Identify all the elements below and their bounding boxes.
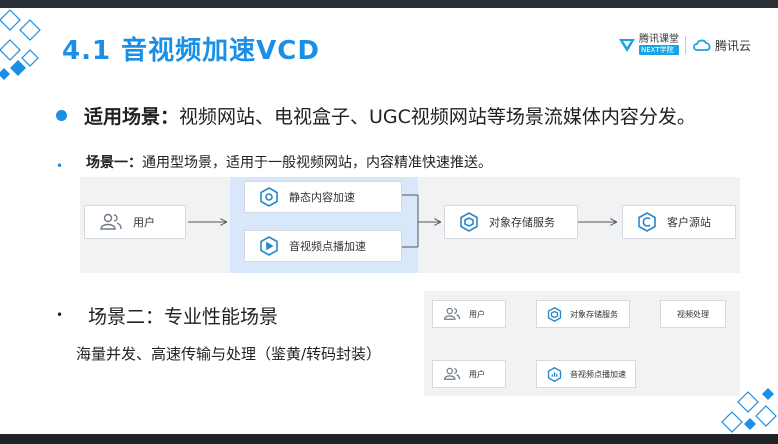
storage-icon (459, 212, 479, 232)
classroom-logo-text: 腾讯课堂 (639, 34, 679, 45)
origin-server-node: 客户源站 (622, 205, 736, 239)
logo-separator (685, 36, 686, 54)
classroom-logo-subtext: NEXT学院 (639, 45, 679, 55)
origin-server-label: 客户源站 (667, 216, 711, 229)
bullet1-text: 视频网站、电视盒子、UGC视频网站等场景流媒体内容分发。 (179, 106, 696, 128)
vod-chart-icon (547, 366, 562, 382)
diamond-pattern-bottom-right (721, 388, 777, 433)
storage-icon (547, 306, 562, 322)
origin-icon (637, 212, 657, 232)
bullet-dot (56, 110, 67, 121)
applicable-scenarios: 适用场景：视频网站、电视盒子、UGC视频网站等场景流媒体内容分发。 (84, 102, 696, 129)
scenario-two: 场景二：专业性能场景 (88, 306, 279, 328)
user-node-2a: 用户 (432, 300, 506, 328)
brand-logos: 腾讯课堂 NEXT学院 腾讯云 (618, 34, 751, 56)
slide-title: 4.1 音视频加速VCD (62, 36, 320, 66)
vod-acceleration-label-2: 音视频点播加速 (570, 369, 626, 379)
video-processing-node: 视频处理 (660, 300, 726, 328)
classroom-logo-icon (619, 39, 635, 52)
object-storage-node-2: 对象存储服务 (536, 300, 630, 328)
scenario-one: 场景一：通用型场景，适用于一般视频网站，内容精准快速推送。 (86, 152, 492, 172)
static-acceleration-label: 静态内容加速 (289, 191, 355, 204)
tencent-cloud-logo: 腾讯云 (692, 37, 751, 54)
users-icon (99, 213, 123, 231)
video-processing-label: 视频处理 (677, 309, 709, 319)
users-icon (443, 367, 461, 381)
user-node: 用户 (84, 205, 186, 239)
vod-acceleration-label: 音视频点播加速 (289, 240, 366, 253)
diamond-pattern-top-left (0, 10, 41, 80)
top-bar (0, 0, 778, 8)
scenario-two-description: 海量并发、高速传输与处理（鉴黄/转码封装） (76, 345, 382, 363)
users-icon (443, 307, 461, 321)
tencent-classroom-logo: 腾讯课堂 NEXT学院 (618, 35, 679, 55)
object-storage-label-2: 对象存储服务 (570, 309, 618, 319)
bottom-bar (0, 434, 778, 444)
cdn-icon (259, 187, 279, 207)
vod-acceleration-node-2: 音视频点播加速 (536, 360, 636, 388)
static-content-acceleration-node: 静态内容加速 (244, 181, 402, 213)
bullet-dot-small: • (56, 308, 64, 322)
user-label-2a: 用户 (469, 309, 485, 319)
bullet1-label: 适用场景： (84, 106, 180, 128)
bullet2-label: 场景一： (86, 155, 142, 171)
cloud-logo-text: 腾讯云 (715, 38, 752, 53)
user-label-2b: 用户 (469, 369, 485, 379)
bullet-dot-small: • (56, 159, 64, 173)
vod-acceleration-node: 音视频点播加速 (244, 230, 402, 262)
object-storage-node: 对象存储服务 (444, 205, 578, 239)
cloud-icon (693, 39, 711, 51)
user-node-2b: 用户 (432, 360, 506, 388)
vod-icon (259, 236, 279, 256)
object-storage-label: 对象存储服务 (489, 216, 555, 229)
user-label: 用户 (133, 216, 155, 229)
bullet2-text: 通用型场景，适用于一般视频网站，内容精准快速推送。 (142, 155, 492, 171)
